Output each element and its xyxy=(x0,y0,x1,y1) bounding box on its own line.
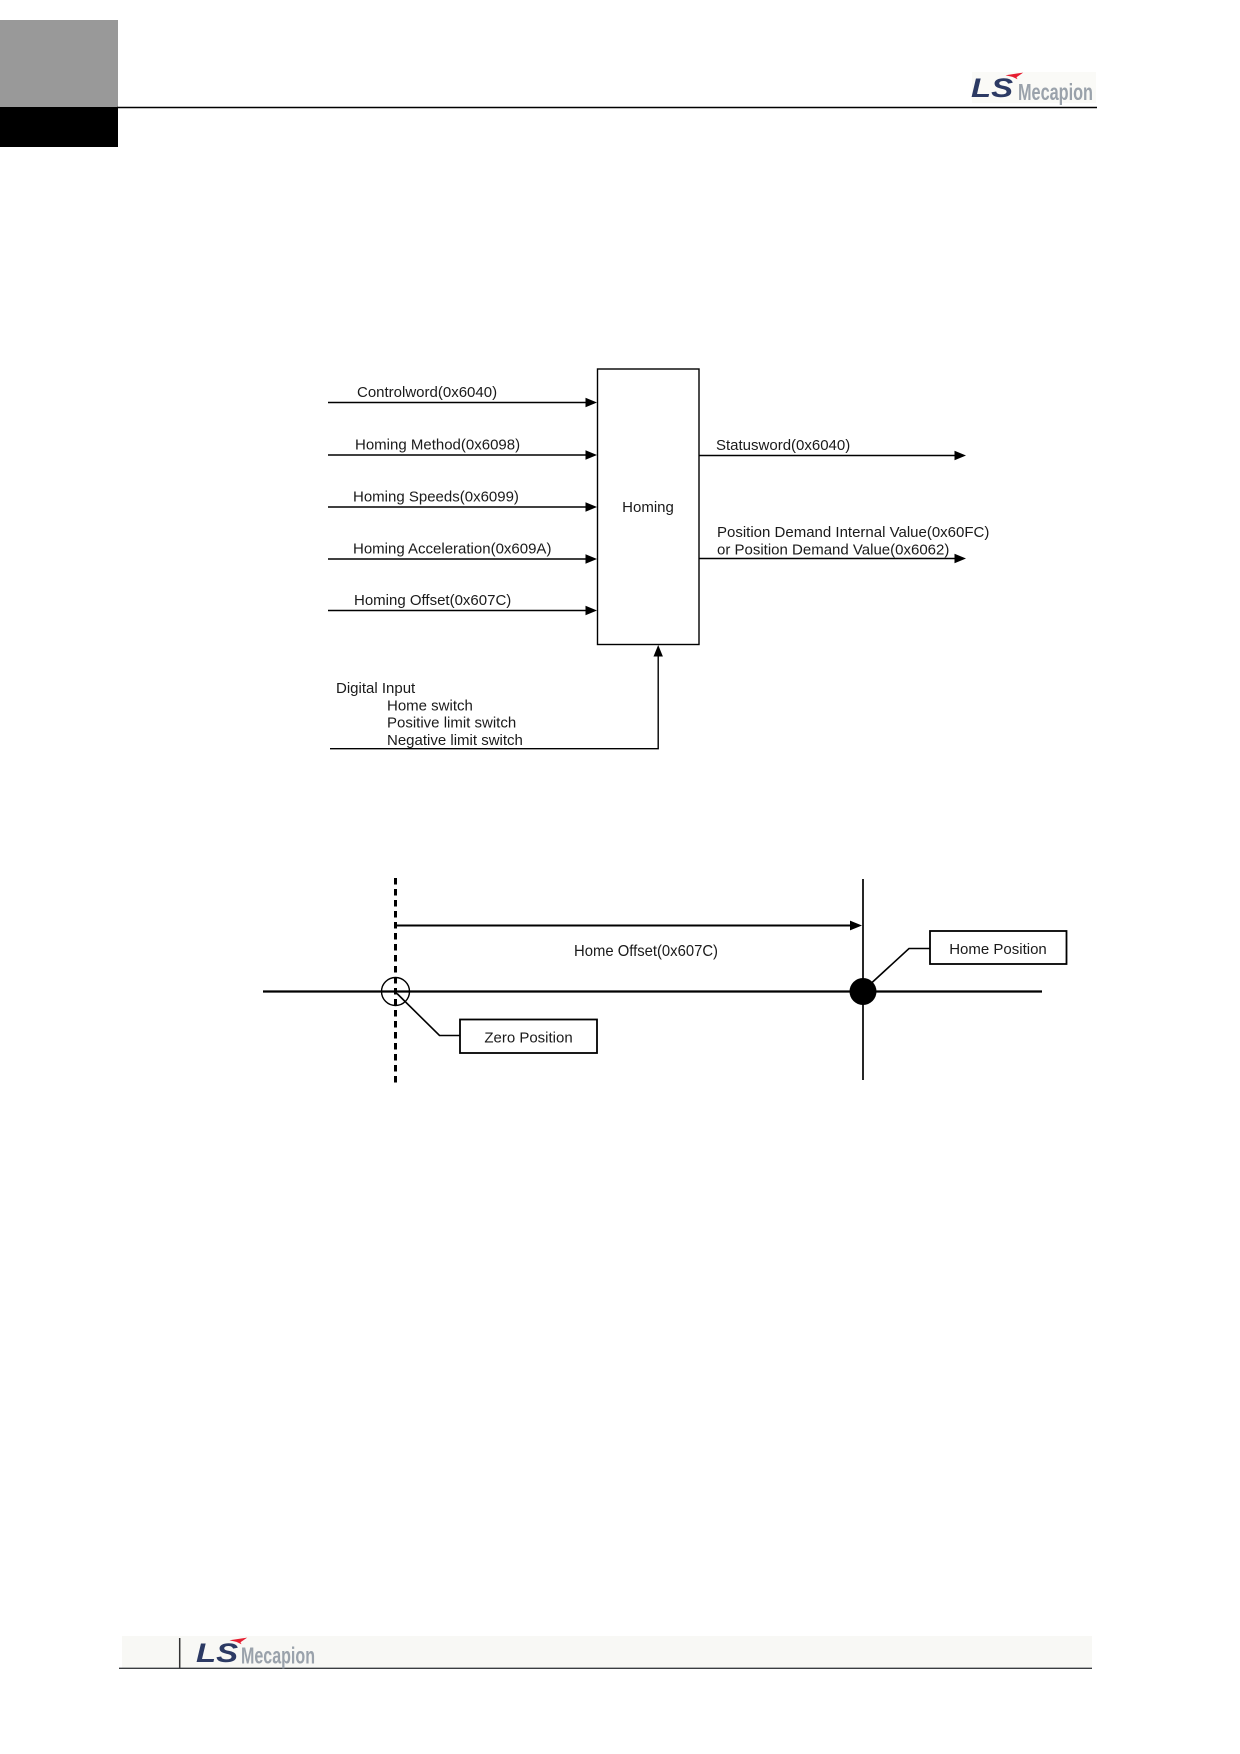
svg-text:Mecapion: Mecapion xyxy=(1018,79,1093,105)
svg-text:Homing: Homing xyxy=(622,499,674,516)
svg-text:or Position Demand Value(0x606: or Position Demand Value(0x6062) xyxy=(717,542,949,559)
svg-text:Homing Offset(0x607C): Homing Offset(0x607C) xyxy=(354,592,511,609)
svg-text:Negative limit switch: Negative limit switch xyxy=(387,732,523,749)
svg-text:Home Offset(0x607C): Home Offset(0x607C) xyxy=(574,943,718,960)
svg-text:Mecapion: Mecapion xyxy=(241,1643,315,1669)
svg-text:LS: LS xyxy=(196,1638,238,1668)
svg-text:Positive limit switch: Positive limit switch xyxy=(387,715,516,732)
svg-text:Home Position: Home Position xyxy=(949,941,1047,958)
svg-text:Position Demand Internal Value: Position Demand Internal Value(0x60FC) xyxy=(717,524,989,541)
svg-text:Homing Method(0x6098): Homing Method(0x6098) xyxy=(355,437,520,454)
svg-text:Digital Input: Digital Input xyxy=(336,680,416,697)
svg-text:Zero Position: Zero Position xyxy=(484,1030,572,1047)
svg-text:LS: LS xyxy=(971,73,1013,103)
svg-text:Statusword(0x6040): Statusword(0x6040) xyxy=(716,437,850,454)
svg-text:Homing Speeds(0x6099): Homing Speeds(0x6099) xyxy=(353,489,519,506)
svg-text:Home switch: Home switch xyxy=(387,697,473,714)
svg-text:Controlword(0x6040): Controlword(0x6040) xyxy=(357,384,497,401)
svg-text:Homing Acceleration(0x609A): Homing Acceleration(0x609A) xyxy=(353,541,551,558)
